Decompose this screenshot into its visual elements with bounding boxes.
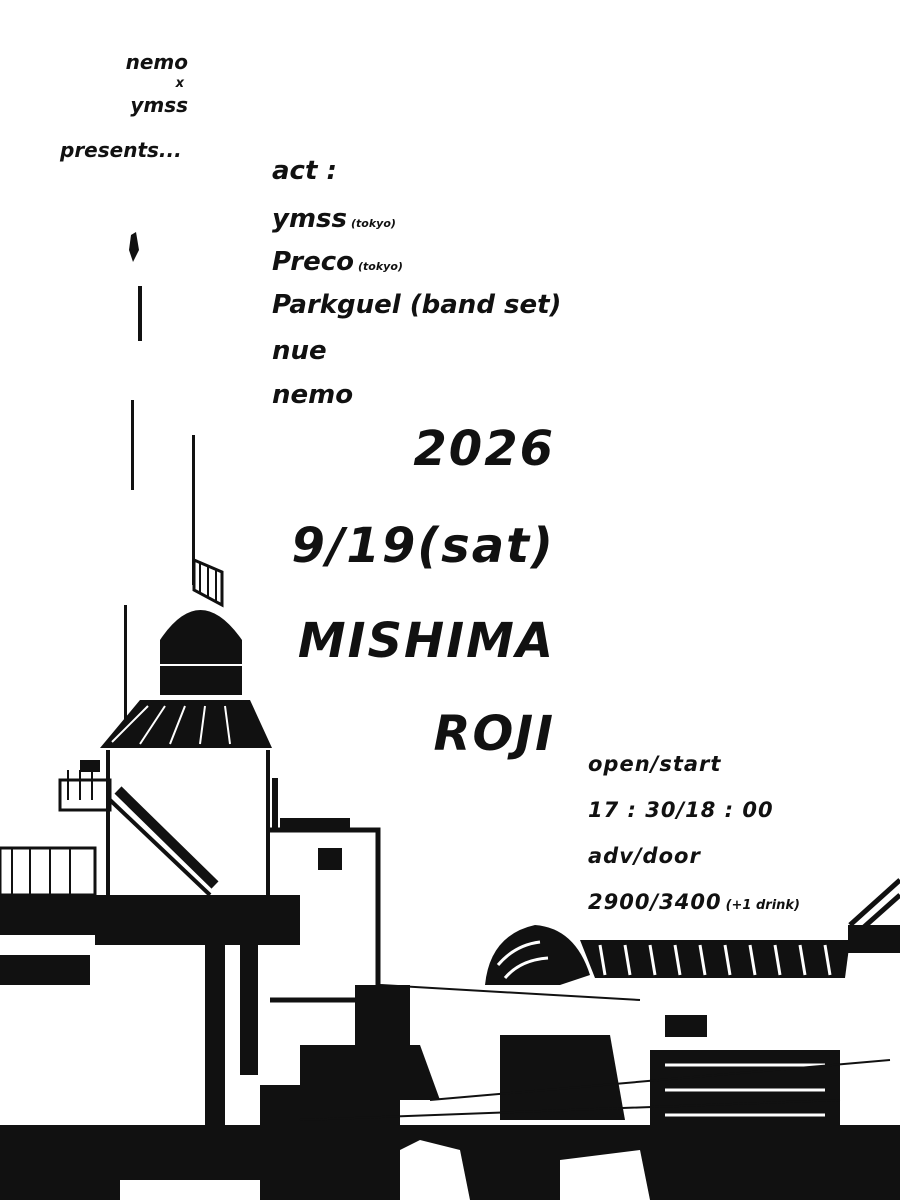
price-note: (+1 drink): [725, 898, 800, 913]
act-name: ymss: [272, 204, 347, 234]
presents-text: presents...: [60, 138, 182, 162]
act-item: nemo: [272, 382, 353, 408]
price-value: 2900/3400: [588, 890, 722, 914]
act-name: Preco: [272, 247, 354, 277]
price-label: adv/door: [588, 844, 701, 868]
act-item: Parkguel (band set): [272, 292, 561, 318]
act-name: Parkguel (band set): [272, 290, 562, 320]
act-note: (tokyo): [358, 260, 403, 273]
act-name: nue: [272, 336, 327, 366]
event-city: MISHIMA: [297, 613, 555, 669]
event-year: 2026: [413, 421, 555, 477]
price-row: 2900/3400(+1 drink): [588, 892, 800, 913]
lineup-heading: act :: [272, 156, 337, 186]
act-note: (tokyo): [351, 217, 396, 230]
act-name: nemo: [272, 380, 354, 410]
event-date: 9/19(sat): [291, 518, 555, 574]
time-value: 17 : 30/18 : 00: [588, 798, 774, 822]
act-item: Preco (tokyo): [272, 249, 403, 275]
organizer-first: nemo: [125, 50, 188, 74]
act-item: nue: [272, 338, 327, 364]
time-label: open/start: [588, 752, 722, 776]
organizer-second: ymss: [130, 93, 188, 117]
act-item: ymss (tokyo): [272, 206, 396, 232]
organizer-joiner: x: [175, 76, 184, 91]
event-venue: ROJI: [433, 706, 555, 762]
